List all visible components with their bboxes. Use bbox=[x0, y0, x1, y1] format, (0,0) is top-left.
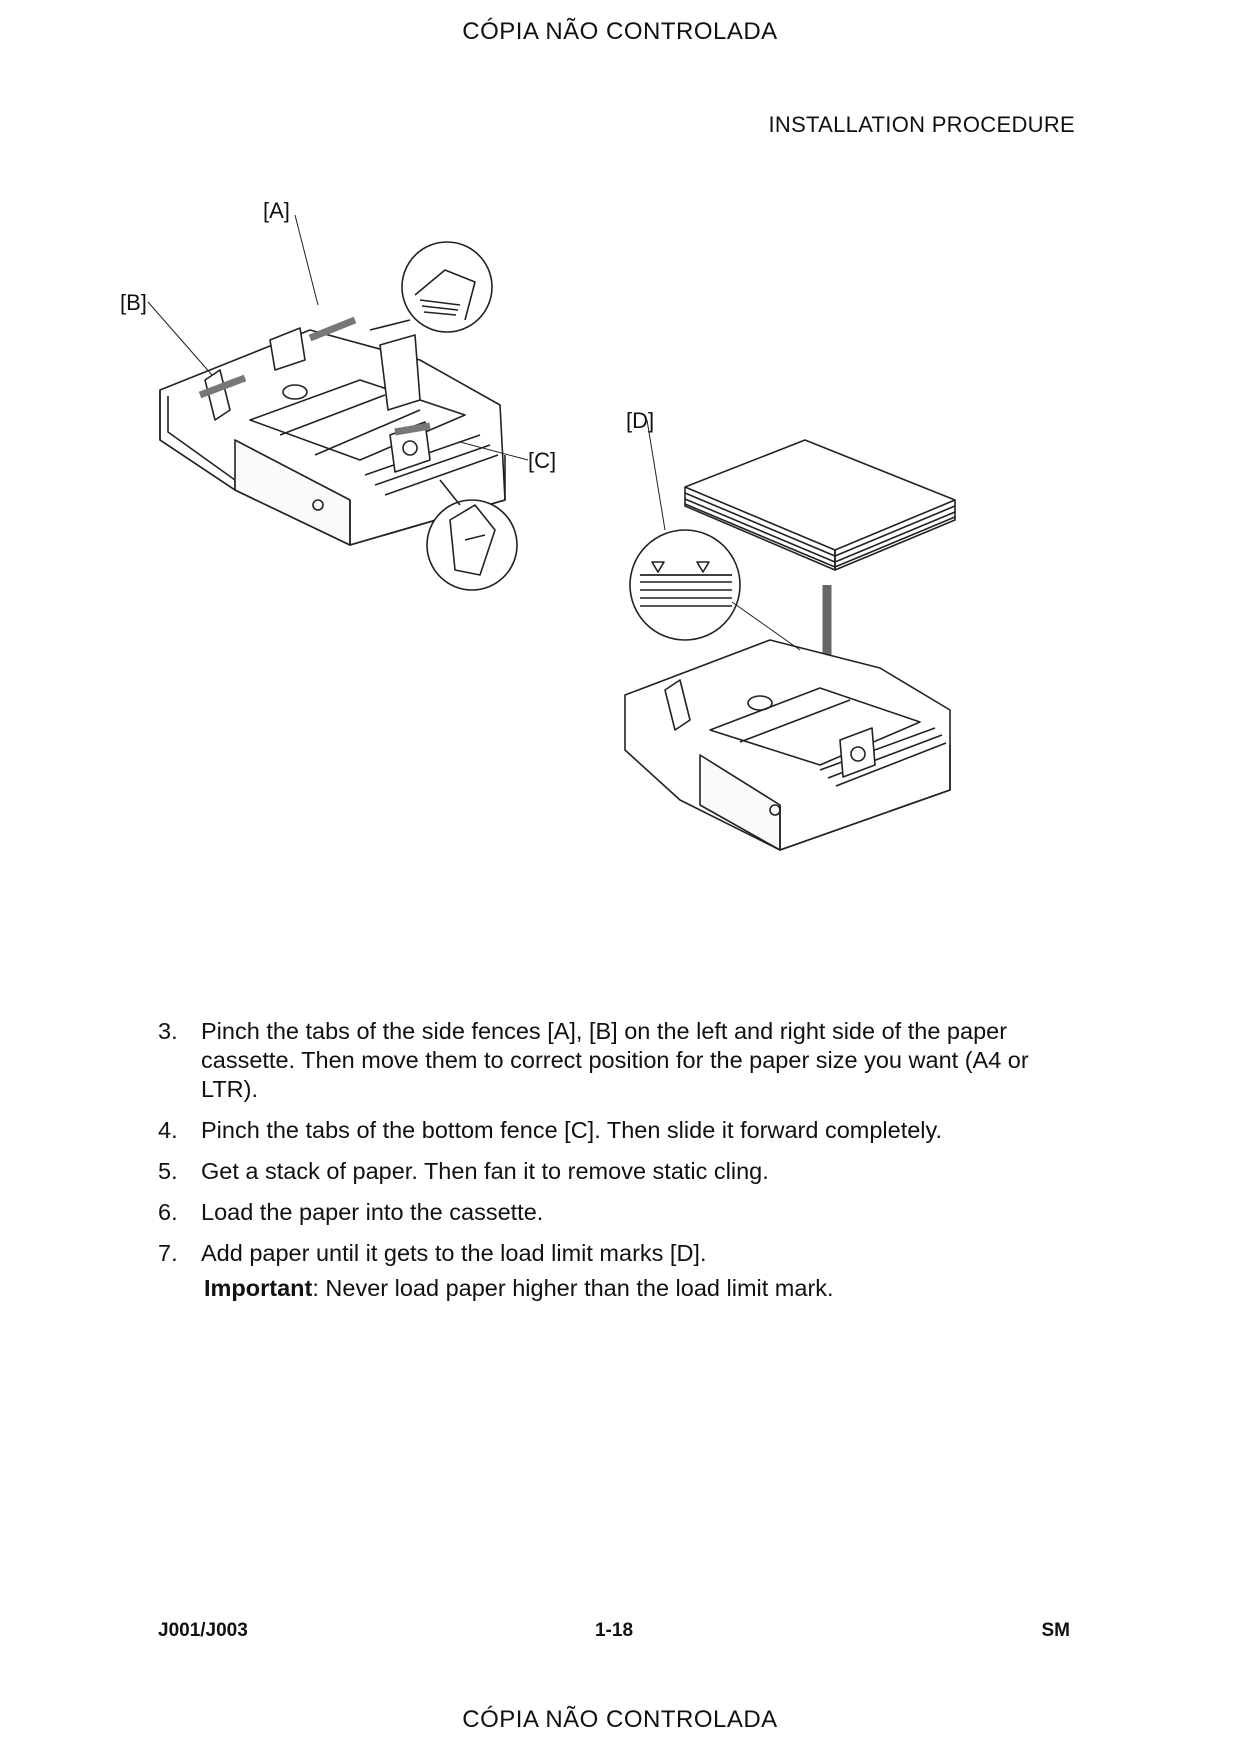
note-text: : Never load paper higher than the load … bbox=[312, 1275, 834, 1301]
step-list: 3. Pinch the tabs of the side fences [A]… bbox=[158, 1017, 1078, 1315]
step-number: 4. bbox=[158, 1117, 178, 1143]
step-number: 6. bbox=[158, 1199, 178, 1225]
step-number: 5. bbox=[158, 1158, 178, 1184]
step-text: Pinch the tabs of the side fences [A], [… bbox=[201, 1018, 1029, 1102]
cassette-illustration bbox=[147, 214, 956, 851]
step-item: 5. Get a stack of paper. Then fan it to … bbox=[158, 1157, 1078, 1186]
step-number: 7. bbox=[158, 1240, 178, 1266]
step-item: 4. Pinch the tabs of the bottom fence [C… bbox=[158, 1116, 1078, 1145]
step-number: 3. bbox=[158, 1018, 178, 1044]
watermark-bottom: CÓPIA NÃO CONTROLADA bbox=[462, 1706, 778, 1733]
callout-c: [C] bbox=[528, 448, 557, 473]
callout-b: [B] bbox=[120, 290, 147, 315]
important-note: Important: Never load paper higher than … bbox=[201, 1274, 1078, 1303]
footer-section-code: SM bbox=[1041, 1620, 1071, 1641]
section-header: INSTALLATION PROCEDURE bbox=[768, 112, 1075, 137]
footer-model: J001/J003 bbox=[158, 1620, 248, 1641]
step-item: 6. Load the paper into the cassette. bbox=[158, 1198, 1078, 1227]
page-footer: J001/J003 1-18 SM bbox=[158, 1620, 1070, 1646]
step-item: 7. Add paper until it gets to the load l… bbox=[158, 1239, 1078, 1303]
installation-figure: [A] [B] [C] [D] bbox=[120, 198, 1080, 970]
watermark-top: CÓPIA NÃO CONTROLADA bbox=[462, 18, 778, 45]
step-text: Load the paper into the cassette. bbox=[201, 1199, 544, 1225]
step-item: 3. Pinch the tabs of the side fences [A]… bbox=[158, 1017, 1078, 1104]
right-cassette-drawing bbox=[624, 419, 956, 851]
callout-a: [A] bbox=[263, 198, 290, 223]
note-label: Important bbox=[204, 1275, 313, 1301]
step-text: Get a stack of paper. Then fan it to rem… bbox=[201, 1158, 769, 1184]
step-text: Pinch the tabs of the bottom fence [C]. … bbox=[201, 1117, 943, 1143]
footer-page-number: 1-18 bbox=[594, 1620, 634, 1641]
left-cassette-drawing bbox=[147, 214, 529, 591]
callout-d: [D] bbox=[626, 408, 655, 433]
step-text: Add paper until it gets to the load limi… bbox=[201, 1240, 707, 1266]
